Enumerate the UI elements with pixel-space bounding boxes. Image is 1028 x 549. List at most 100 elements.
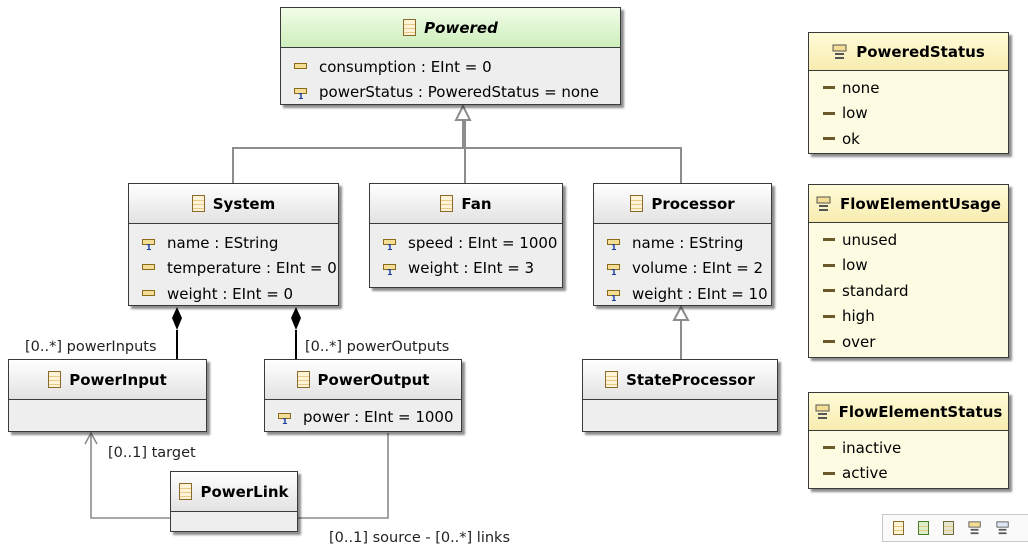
attribute-row[interactable]: 1 name : EString [594, 230, 771, 256]
attribute-label: weight : EInt = 0 [167, 284, 294, 303]
attribute-row[interactable]: consumption : EInt = 0 [281, 54, 620, 80]
eclass-icon [296, 371, 310, 388]
single-attribute-icon: 1 [607, 262, 621, 277]
palette-toolbar [882, 514, 1028, 542]
eclass-icon [48, 371, 62, 388]
attribute-label: name : EString [167, 233, 279, 252]
attribute-row[interactable]: 1 weight : EInt = 10 [594, 281, 771, 307]
abstract-eclass-tool-icon[interactable] [918, 521, 929, 535]
literal-label: inactive [842, 438, 902, 457]
interface-tool-icon[interactable] [943, 521, 954, 535]
attribute-row[interactable]: weight : EInt = 0 [129, 281, 338, 307]
class-header: PowerLink [171, 472, 297, 512]
enum-name: PoweredStatus [856, 42, 985, 61]
literal-icon [823, 471, 835, 475]
enum-header: FlowElementStatus [809, 393, 1008, 431]
eclass-icon [179, 483, 193, 500]
literal-row[interactable]: high [809, 304, 1008, 330]
attribute-row[interactable]: 1 weight : EInt = 3 [370, 256, 562, 282]
class-processor[interactable]: Processor 1 name : EString 1 volume : EI… [593, 183, 772, 306]
eenum-icon [815, 404, 831, 420]
attribute-label: power : EInt = 1000 [303, 407, 454, 426]
class-header: StateProcessor [583, 360, 777, 400]
enum-flowelementstatus[interactable]: FlowElementStatus inactive active [808, 392, 1009, 489]
literal-row[interactable]: low [809, 253, 1008, 279]
reference-edge-target [90, 433, 170, 519]
eclass-icon [403, 19, 417, 36]
class-name: System [212, 194, 276, 213]
class-header: Fan [370, 184, 562, 224]
attribute-label: consumption : EInt = 0 [319, 57, 492, 76]
class-name: PowerOutput [317, 370, 430, 389]
single-attribute-icon: 1 [383, 237, 397, 251]
literal-row[interactable]: over [809, 329, 1008, 355]
literal-icon [823, 238, 835, 242]
inheritance-arrow-powered [454, 103, 472, 121]
class-name: PowerLink [200, 482, 289, 501]
class-poweroutput[interactable]: PowerOutput 1 power : EInt = 1000 [264, 359, 462, 432]
class-header: PowerInput [9, 360, 206, 400]
enum-flowelementusage[interactable]: FlowElementUsage unused low standard hig… [808, 184, 1009, 358]
literal-row[interactable]: standard [809, 278, 1008, 304]
class-powerlink[interactable]: PowerLink [170, 471, 298, 532]
eenum-tool-icon[interactable] [968, 521, 982, 535]
attribute-row[interactable]: temperature : EInt = 0 [129, 256, 338, 282]
class-name: Powered [424, 18, 498, 37]
inheritance-edge-processor [463, 147, 682, 183]
attribute-row[interactable]: 1 power : EInt = 1000 [265, 404, 461, 430]
literal-row[interactable]: none [809, 75, 1008, 101]
literal-icon [823, 340, 835, 344]
attribute-row[interactable]: 1 volume : EInt = 2 [594, 256, 771, 282]
label-links: [0..1] source - [0..*] links [329, 530, 511, 546]
composition-diamond-inputs [172, 307, 182, 330]
eclass-icon [440, 195, 454, 212]
literal-label: low [842, 256, 868, 275]
attribute-label: volume : EInt = 2 [632, 259, 764, 278]
literal-icon [823, 111, 835, 115]
eclass-tool-icon[interactable] [893, 521, 904, 535]
enum-poweredstatus[interactable]: PoweredStatus none low ok [808, 32, 1009, 154]
label-power-inputs: [0..*] powerInputs [25, 339, 157, 355]
class-header: PowerOutput [265, 360, 461, 400]
literal-icon [823, 446, 835, 450]
class-powered[interactable]: Powered consumption : EInt = 0 1 powerSt… [280, 7, 621, 105]
literal-label: standard [842, 281, 909, 300]
literal-label: low [842, 104, 868, 123]
enum-name: FlowElementUsage [840, 194, 1001, 213]
literal-label: over [842, 332, 876, 351]
class-stateprocessor[interactable]: StateProcessor [582, 359, 778, 432]
attribute-row[interactable]: 1 speed : EInt = 1000 [370, 230, 562, 256]
reference-arrowhead-target [84, 431, 98, 445]
class-system[interactable]: System 1 name : EString temperature : EI… [128, 183, 339, 306]
attribute-row[interactable]: 1 name : EString [129, 230, 338, 256]
class-powerinput[interactable]: PowerInput [8, 359, 207, 432]
eclass-icon [191, 195, 205, 212]
reference-edge-source [298, 433, 389, 519]
attribute-icon [142, 262, 156, 274]
literal-row[interactable]: active [809, 461, 1008, 487]
class-name: Processor [651, 194, 735, 213]
enum-header: FlowElementUsage [809, 185, 1008, 223]
literal-icon [823, 314, 835, 318]
attribute-label: temperature : EInt = 0 [167, 259, 337, 278]
literal-row[interactable]: ok [809, 126, 1008, 152]
literal-icon [823, 86, 835, 90]
literal-row[interactable]: low [809, 101, 1008, 127]
edatatype-tool-icon[interactable] [996, 521, 1010, 535]
eenum-icon [816, 196, 832, 212]
literal-row[interactable]: inactive [809, 435, 1008, 461]
enum-name: FlowElementStatus [838, 402, 1003, 421]
attribute-label: powerStatus : PoweredStatus = none [319, 83, 599, 102]
literal-row[interactable]: unused [809, 227, 1008, 253]
class-name: StateProcessor [626, 370, 755, 389]
literal-icon [823, 137, 835, 141]
literal-icon [823, 289, 835, 293]
literal-label: high [842, 307, 875, 326]
class-fan[interactable]: Fan 1 speed : EInt = 1000 1 weight : EIn… [369, 183, 563, 288]
attribute-label: weight : EInt = 10 [632, 284, 768, 303]
class-header: Powered [281, 8, 620, 48]
attribute-row[interactable]: 1 powerStatus : PoweredStatus = none [281, 80, 620, 106]
single-attribute-icon: 1 [607, 288, 621, 302]
class-name: PowerInput [69, 370, 167, 389]
